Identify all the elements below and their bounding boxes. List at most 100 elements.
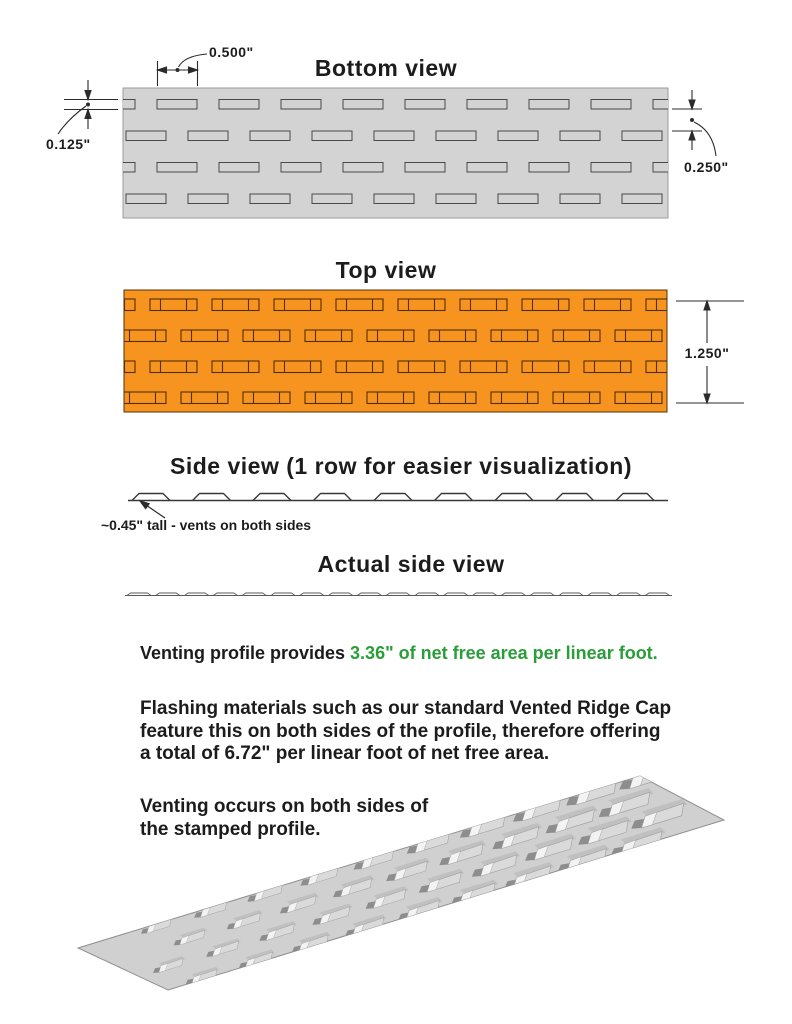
arrowhead (155, 66, 168, 74)
louver-opening (259, 934, 269, 941)
actual-side-view-title: Actual side view (317, 551, 505, 577)
louver-recess (245, 949, 275, 961)
flashing-line-2: feature this on both sides of the profil… (140, 720, 661, 742)
vent-slot (373, 130, 415, 141)
louver-top-face (501, 834, 516, 849)
louver-recess (352, 914, 387, 928)
louver-opening (206, 950, 215, 957)
louver-vent (312, 903, 353, 925)
vent-height-note: ~0.45" tall - vents on both sides (101, 517, 312, 533)
vent-slot (156, 99, 198, 110)
louver-vent (578, 816, 632, 845)
vent-stamp-outline (428, 391, 477, 405)
vent-stamp-outline (124, 391, 167, 405)
louver-recess (319, 903, 353, 917)
vent-slot (123, 99, 136, 110)
vent-bump-small (299, 592, 325, 596)
louver-opening (300, 878, 311, 886)
louver-top-face (480, 862, 495, 877)
louver-top-face (629, 776, 646, 790)
vent-stamp (124, 298, 136, 312)
arrowhead (703, 393, 711, 405)
metal-strip-vents (141, 776, 688, 985)
louver-recess (179, 927, 208, 939)
vent-stamp-outline (645, 298, 667, 312)
vent-stamp (180, 329, 229, 343)
louver-recess (587, 816, 632, 834)
louver-top-face (447, 850, 462, 865)
dim-row-spacing (672, 90, 717, 157)
vent-stamp (304, 329, 353, 343)
louver-opening (386, 873, 397, 882)
flashing-line-1: Flashing materials such as our standard … (140, 698, 672, 719)
louver-vent (386, 857, 431, 882)
vent-stamp (397, 298, 446, 312)
louver-recess (534, 833, 576, 850)
louver-top-face (373, 895, 386, 909)
dimension-profile-width: 1.250" (682, 345, 732, 361)
louver-vent (226, 910, 263, 930)
vent-slot (342, 99, 384, 110)
louver-recess (447, 840, 487, 856)
net-free-area-text-green: 3.36" of net free area per linear foot. (350, 643, 658, 663)
vent-slot (249, 130, 291, 141)
vent-stamp-outline (335, 298, 384, 312)
louver-recess (426, 868, 465, 884)
louver-opening (194, 911, 203, 918)
louver-recess (373, 886, 409, 900)
vent-stamp-outline (304, 391, 353, 405)
louver-opening (173, 939, 182, 946)
louver-recess (158, 955, 186, 967)
louver-opening (525, 851, 538, 861)
louver-top-face (233, 918, 244, 930)
vent-bump-small (213, 592, 238, 596)
vent-bump (313, 492, 352, 501)
vent-bump-small (558, 592, 584, 596)
vent-slot (435, 193, 477, 204)
arrowhead (688, 99, 696, 111)
louver-opening (471, 868, 484, 877)
vent-stamp (521, 298, 570, 312)
vent-slot (249, 193, 291, 204)
vent-stamp (242, 391, 291, 405)
vent-slot (466, 99, 508, 110)
louver-recess (191, 966, 220, 978)
louver-opening (513, 812, 526, 822)
vent-stamp (490, 391, 539, 405)
vent-stamp (459, 360, 508, 374)
louver-top-face (340, 884, 353, 897)
louver-top-face (554, 817, 570, 833)
vent-slot (435, 130, 477, 141)
vent-slot (559, 130, 601, 141)
vent-stamp (180, 391, 229, 405)
side-view-title: Side view (1 row for easier visualizatio… (170, 453, 632, 479)
louver-opening (631, 818, 645, 829)
louver-opening (226, 922, 236, 930)
dim-slot-length (155, 53, 208, 86)
vent-stamp (124, 329, 167, 343)
flashing-line-3: a total of 6.72" per linear foot of net … (140, 743, 550, 764)
dim-profile-width (676, 299, 744, 405)
vent-stamp-outline (366, 391, 415, 405)
vent-bump (434, 492, 473, 501)
dimension-row-spacing: 0.250" (684, 159, 729, 175)
vent-stamp-outline (304, 329, 353, 343)
vent-stamp-outline (124, 298, 136, 312)
vent-slot (590, 99, 632, 110)
vent-stamp (428, 391, 477, 405)
vent-stamp (645, 298, 667, 312)
louver-opening (353, 862, 364, 870)
vent-stamp-outline (242, 391, 291, 405)
vent-stamp (490, 329, 539, 343)
vent-stamp (397, 360, 446, 374)
dimension-slot-height: 0.125" (46, 136, 91, 152)
vent-bump-small (155, 592, 181, 596)
louver-vent (333, 875, 375, 898)
vent-stamp-outline (459, 360, 508, 374)
arrowhead (688, 129, 696, 141)
vent-bump-small (472, 592, 497, 596)
leader-line (57, 105, 87, 135)
vent-stamp-outline (211, 360, 260, 374)
vent-bump (252, 492, 292, 501)
